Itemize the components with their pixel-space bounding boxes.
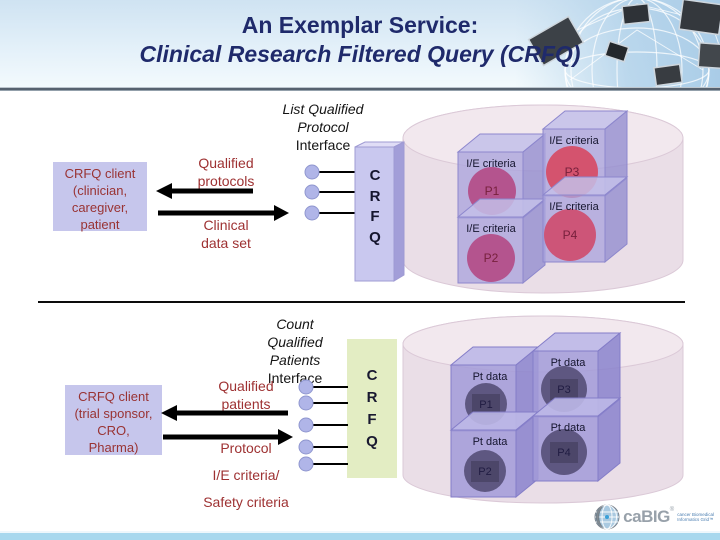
- client-box-line: (clinician,: [72, 183, 128, 198]
- service-letter: F: [370, 208, 379, 225]
- cube-label: Pt data: [551, 422, 587, 434]
- lollipop-connector-icon: [298, 456, 348, 472]
- p3-label: P3: [565, 165, 580, 179]
- p4-label: P4: [557, 447, 570, 459]
- service-letter: C: [370, 167, 381, 184]
- rlabel-line: Protocol: [220, 440, 272, 456]
- slide-title-line1: An Exemplar Service:: [241, 12, 479, 38]
- client-box-line: patient: [80, 217, 120, 232]
- cube-label: Pt data: [473, 371, 509, 383]
- cabig-tagline-line2: Informatics Grid™: [677, 517, 714, 522]
- slide-title: An Exemplar Service: Clinical Research F…: [0, 0, 720, 69]
- qualified-protocols-label: Qualified protocols: [183, 154, 269, 190]
- safety-criteria-label: Safety criteria: [196, 493, 296, 511]
- rlabel-line: protocols: [197, 173, 255, 189]
- iface-line: Patients: [269, 352, 321, 368]
- patient-datastore-cylinder: P1 Pt data P3 Pt data P2 Pt data: [402, 315, 684, 504]
- cube-p2: P2 Pt data: [449, 410, 540, 499]
- footer-bar: [0, 531, 720, 540]
- client-box-line: CRFQ client: [64, 166, 136, 181]
- protocol-datastore-cylinder: P1 I/E criteria P3 I/E criteria P2 I/E c…: [402, 104, 684, 294]
- service-letter: Q: [366, 433, 378, 450]
- cube-label: I/E criteria: [466, 158, 516, 170]
- client-box-line: (trial sponsor,: [74, 406, 153, 421]
- left-arrow-icon: [156, 183, 253, 199]
- lollipop-connector-icon: [298, 379, 348, 395]
- lollipop-connector-icon: [298, 395, 348, 411]
- iface-line: List Qualified: [282, 101, 364, 117]
- top-lollipop-connectors: [304, 164, 356, 221]
- crfq-service-box-bottom: C R F Q: [347, 339, 397, 478]
- slide-title-line2: Clinical Research Filtered Query (CRFQ): [139, 41, 581, 67]
- cube-p2: P2 I/E criteria: [456, 197, 547, 285]
- p3-label: P3: [557, 384, 570, 396]
- crfq-client-sponsor-box: CRFQ client (trial sponsor, CRO, Pharma): [65, 385, 162, 455]
- cube-p4: P4 Pt data: [531, 396, 622, 483]
- cube-label: Pt data: [473, 436, 509, 448]
- cube-p4: P4 I/E criteria: [541, 175, 629, 264]
- protocol-label: Protocol: [200, 439, 292, 457]
- slide-header: An Exemplar Service: Clinical Research F…: [0, 0, 720, 89]
- p2-label: P2: [484, 251, 499, 265]
- crfq-service-box-top: C R F Q: [354, 141, 405, 282]
- left-arrow-icon: [161, 405, 288, 421]
- rlabel-line: I/E criteria/: [212, 467, 280, 483]
- right-arrow-icon: [163, 429, 293, 445]
- service-letter: R: [366, 389, 378, 406]
- section-divider-line: [38, 301, 685, 303]
- p1-label: P1: [479, 399, 492, 411]
- p2-label: P2: [478, 466, 491, 478]
- client-box-line: caregiver,: [71, 200, 129, 215]
- cabig-tagline-line1: cancer Biomedical: [677, 512, 714, 517]
- rlabel-line: Clinical: [203, 217, 249, 233]
- cube-label: I/E criteria: [466, 223, 516, 235]
- iface-line: Qualified: [267, 334, 323, 350]
- service-letter: C: [366, 367, 378, 384]
- p1-label: P1: [485, 184, 500, 198]
- rlabel-line: Qualified: [218, 378, 274, 394]
- cube-label: I/E criteria: [549, 135, 599, 147]
- top-arrows: [156, 183, 289, 221]
- bottom-lollipop-connectors: [298, 379, 348, 472]
- qualified-patients-label: Qualified patients: [200, 377, 292, 413]
- lollipop-connector-icon: [304, 164, 356, 180]
- ie-criteria-label: I/E criteria/: [200, 466, 292, 484]
- registered-mark: ®: [669, 507, 675, 513]
- globe-collage-image: [515, 0, 720, 89]
- client-box-line: CRFQ client: [78, 389, 149, 404]
- rlabel-line: patients: [221, 396, 271, 412]
- p2-circle-icon: [467, 234, 515, 282]
- service-letter: R: [370, 188, 381, 205]
- rlabel-line: data set: [201, 235, 251, 251]
- iface-line: Protocol: [297, 119, 349, 135]
- service-letter: F: [367, 411, 377, 428]
- bottom-arrows: [161, 405, 293, 445]
- rlabel-line: Qualified: [198, 155, 254, 171]
- lollipop-connector-icon: [298, 439, 348, 455]
- client-box-line: CRO,: [97, 423, 130, 438]
- cube-label: I/E criteria: [549, 201, 599, 213]
- lollipop-connector-icon: [304, 205, 356, 221]
- list-qualified-protocol-interface-label: List Qualified Protocol Interface: [264, 100, 382, 154]
- cabig-globe-icon: [594, 504, 620, 530]
- cabig-logo: caBIG® cancer Biomedical Informatics Gri…: [594, 504, 714, 530]
- p4-circle-icon: [544, 209, 596, 261]
- right-arrow-icon: [158, 205, 289, 221]
- lollipop-connector-icon: [304, 184, 356, 200]
- header-divider-line: [0, 87, 720, 91]
- rlabel-line: Safety criteria: [203, 494, 289, 510]
- client-box-line: Pharma): [88, 440, 139, 455]
- service-letter: Q: [369, 229, 381, 246]
- crfq-client-clinician-box: CRFQ client (clinician, caregiver, patie…: [53, 162, 147, 232]
- iface-line: Count: [276, 316, 314, 332]
- lollipop-connector-icon: [298, 417, 348, 433]
- clinical-data-set-label: Clinical data set: [183, 216, 269, 252]
- iface-line: Interface: [295, 137, 351, 153]
- cube-label: Pt data: [551, 357, 587, 369]
- p4-label: P4: [563, 228, 578, 242]
- cabig-wordmark: caBIG: [623, 507, 670, 526]
